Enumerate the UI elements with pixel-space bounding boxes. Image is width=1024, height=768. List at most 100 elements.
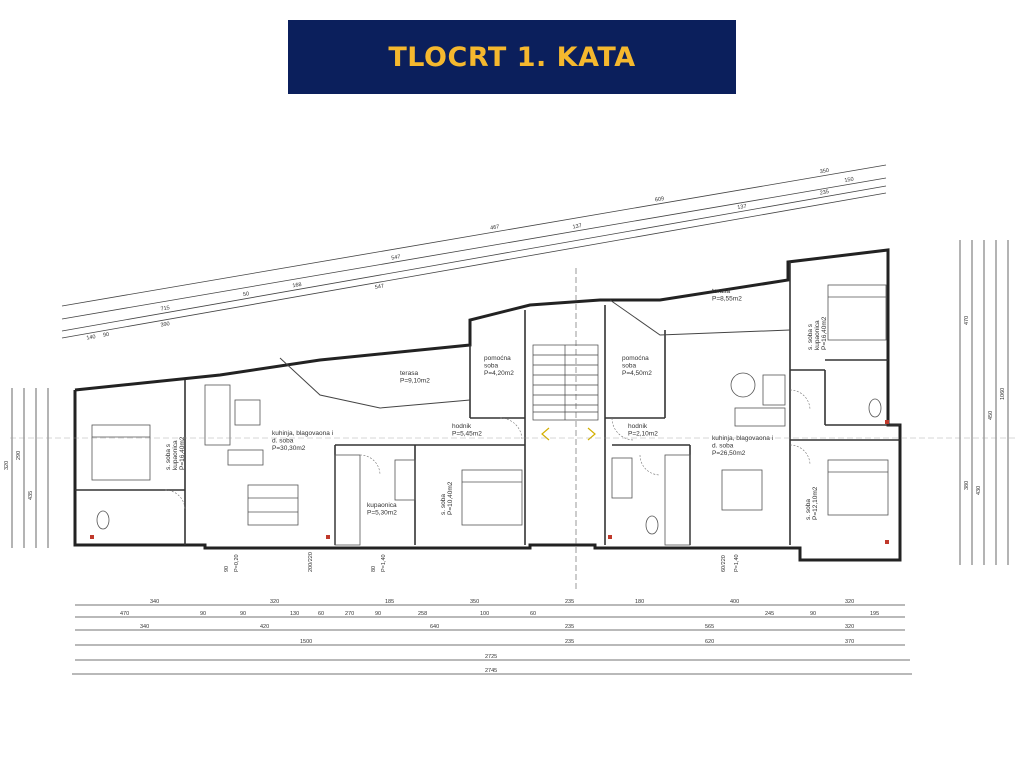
room-label-pomocna-soba-2: P=4,50m2 bbox=[622, 370, 652, 377]
bottom-dimension-label: 235 bbox=[565, 639, 574, 645]
room-label-kuhinja-1: d. soba bbox=[272, 438, 294, 445]
room-label-kuhinja-1: kuhinja, blagovaona i bbox=[272, 430, 333, 437]
bottom-dimension-label: 320 bbox=[845, 599, 854, 605]
room-label-soba-1: s. soba s bbox=[165, 443, 172, 470]
room-label-soba-3: kupaonica bbox=[814, 320, 821, 350]
top-dimension-label: 467 bbox=[490, 224, 500, 231]
interior-walls bbox=[75, 262, 900, 545]
top-dimension-label: 168 bbox=[292, 282, 302, 289]
right-dimension-label: 430 bbox=[976, 486, 982, 495]
bottom-dimension-label: 420 bbox=[260, 624, 269, 630]
room-label-soba-3: s. soba s bbox=[807, 323, 814, 350]
room-label-hodnik-1: P=5,45m2 bbox=[452, 431, 482, 438]
bottom-dimension-label: 235 bbox=[565, 599, 574, 605]
room-label-terasa-1: P=9,10m2 bbox=[400, 378, 430, 385]
opening-label: P=1,40 bbox=[734, 554, 740, 572]
stair-arrows bbox=[541, 427, 596, 441]
top-dimension-label: 235 bbox=[819, 189, 829, 196]
room-label-soba-2: s. soba bbox=[440, 494, 447, 515]
bottom-dimension-label: 100 bbox=[480, 611, 489, 617]
room-label-soba-1: kupaonica bbox=[172, 440, 179, 470]
room-label-soba-4: s. soba bbox=[805, 499, 812, 520]
opening-label: 200/220 bbox=[308, 552, 314, 572]
room-label-kuhinja-1: P=30,30m2 bbox=[272, 445, 306, 452]
room-label-kupaonica-1: P=5,30m2 bbox=[367, 510, 397, 517]
bottom-dimension-lines bbox=[72, 604, 912, 675]
opening-label: P=1,40 bbox=[381, 554, 387, 572]
top-dimension-label: 150 bbox=[844, 177, 854, 184]
bottom-dimension-label: 90 bbox=[375, 611, 381, 617]
window-markers bbox=[90, 420, 889, 544]
top-dimension-label: 137 bbox=[572, 223, 582, 230]
bottom-dimension-label: 370 bbox=[845, 639, 854, 645]
bottom-dimension-label: 340 bbox=[150, 599, 159, 605]
top-dimension-label: 609 bbox=[655, 196, 665, 203]
bottom-dimension-label: 565 bbox=[705, 624, 714, 630]
bottom-dimension-label: 470 bbox=[120, 611, 129, 617]
bottom-dimension-label: 90 bbox=[240, 611, 246, 617]
door-swings bbox=[164, 389, 811, 511]
bottom-dimension-label: 195 bbox=[870, 611, 879, 617]
bottom-dimension-label: 400 bbox=[730, 599, 739, 605]
bottom-dimension-label: 245 bbox=[765, 611, 774, 617]
room-label-kuhinja-2: P=26,50m2 bbox=[712, 450, 746, 457]
top-dimension-lines bbox=[61, 164, 887, 339]
bottom-dimension-label: 60 bbox=[318, 611, 324, 617]
room-label-soba-1: P=16,40m2 bbox=[179, 436, 186, 470]
opening-label: P=0,20 bbox=[234, 554, 240, 572]
top-dimension-label: 90 bbox=[103, 332, 110, 339]
top-dimension-label: 547 bbox=[374, 283, 384, 290]
top-dimension-label: 715 bbox=[160, 305, 170, 312]
bottom-dimension-label: 2745 bbox=[485, 668, 497, 674]
room-label-pomocna-soba-1: pomoćna bbox=[484, 355, 511, 362]
bottom-dimension-label: 258 bbox=[418, 611, 427, 617]
bottom-dimension-label: 350 bbox=[470, 599, 479, 605]
room-label-soba-2: P=10,40m2 bbox=[447, 481, 454, 515]
title-banner: TLOCRT 1. KATA bbox=[288, 20, 736, 94]
right-dimension-label: 1060 bbox=[1000, 388, 1006, 400]
room-label-kuhinja-2: kuhinja, blagovaona i bbox=[712, 435, 773, 442]
bottom-dimension-label: 640 bbox=[430, 624, 439, 630]
room-label-pomocna-soba-1: soba bbox=[484, 363, 498, 370]
room-label-soba-4: P=12,10m2 bbox=[812, 486, 819, 520]
staircase bbox=[532, 344, 599, 421]
bottom-dimension-label: 620 bbox=[705, 639, 714, 645]
bottom-dimension-label: 320 bbox=[845, 624, 854, 630]
left-dimension-label: 435 bbox=[28, 491, 34, 500]
left-dimension-label: 290 bbox=[16, 451, 22, 460]
bottom-dimension-label: 130 bbox=[290, 611, 299, 617]
room-label-hodnik-2: P=2,10m2 bbox=[628, 431, 658, 438]
bottom-dimension-label: 2725 bbox=[485, 654, 497, 660]
bottom-dimension-label: 60 bbox=[530, 611, 536, 617]
terrace-walls bbox=[279, 299, 791, 409]
bottom-dimension-label: 1500 bbox=[300, 639, 312, 645]
opening-label: 80 bbox=[371, 566, 377, 572]
bottom-dimension-label: 90 bbox=[200, 611, 206, 617]
bottom-dimension-label: 180 bbox=[635, 599, 644, 605]
top-dimension-label: 50 bbox=[243, 291, 250, 298]
left-dimension-label: 320 bbox=[4, 461, 10, 470]
room-label-pomocna-soba-1: P=4,20m2 bbox=[484, 370, 514, 377]
room-label-hodnik-1: hodnik bbox=[452, 423, 472, 430]
bottom-dimension-label: 185 bbox=[385, 599, 394, 605]
room-label-kupaonica-1: kupaonica bbox=[367, 502, 397, 509]
opening-label: 60/220 bbox=[721, 555, 727, 572]
right-dimension-label: 450 bbox=[988, 411, 994, 420]
room-label-soba-3: P=16,40m2 bbox=[821, 316, 828, 350]
bottom-dimension-label: 235 bbox=[565, 624, 574, 630]
top-dimension-label: 390 bbox=[160, 321, 170, 328]
room-label-kuhinja-2: d. soba bbox=[712, 443, 734, 450]
top-dimension-label: 350 bbox=[819, 168, 829, 175]
room-label-pomocna-soba-2: pomoćna bbox=[622, 355, 649, 362]
top-dimension-label: 137 bbox=[737, 204, 747, 211]
room-label-terasa-1: terasa bbox=[400, 370, 418, 377]
bottom-dimension-label: 340 bbox=[140, 624, 149, 630]
room-label-terasa-2: P=8,55m2 bbox=[712, 296, 742, 303]
top-dimension-label: 547 bbox=[391, 254, 401, 261]
bottom-dimension-label: 90 bbox=[810, 611, 816, 617]
